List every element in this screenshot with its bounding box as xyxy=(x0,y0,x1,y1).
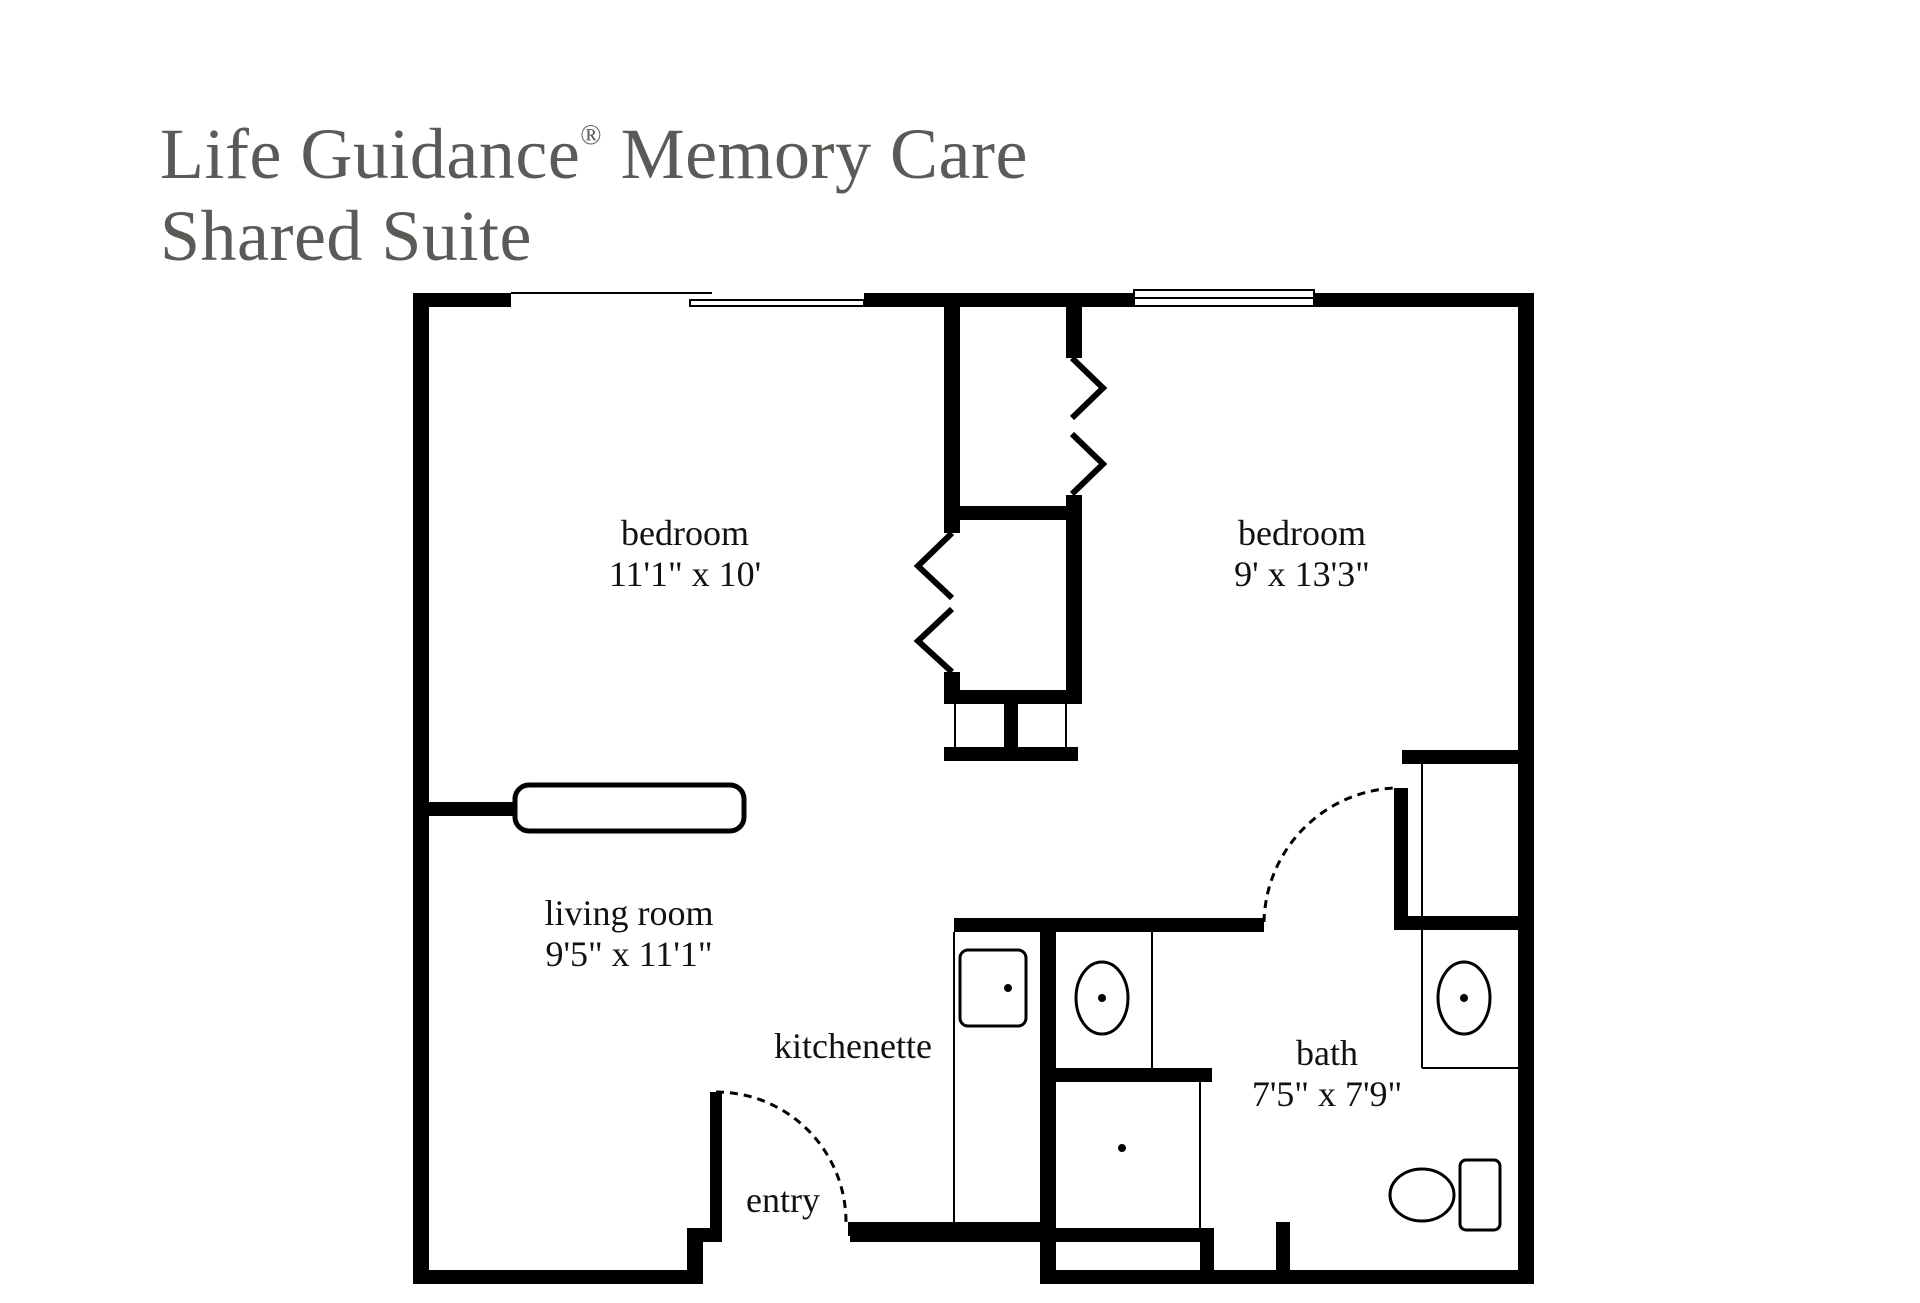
partition-wall xyxy=(413,782,747,834)
door-swings xyxy=(715,786,1395,1223)
entry-name: entry xyxy=(746,1180,820,1220)
living-room-name: living room xyxy=(545,893,714,933)
bifold-door-upper xyxy=(1069,355,1108,497)
closet-walls xyxy=(944,293,1082,761)
bath-size: 7'5" x 7'9" xyxy=(1252,1074,1402,1114)
bath-sink-right xyxy=(1436,960,1492,1036)
bedroom-left-size: 11'1" x 10' xyxy=(609,554,761,594)
living-room-size: 9'5" x 11'1" xyxy=(545,934,712,974)
page-title: Life Guidance® Memory Care xyxy=(160,118,1028,190)
window-right xyxy=(1133,289,1315,307)
window-left xyxy=(511,292,865,307)
closet-shelves xyxy=(954,703,1067,750)
bedroom-right-size: 9' x 13'3" xyxy=(1234,554,1370,594)
registered-mark: ® xyxy=(580,120,603,151)
page-subtitle: Shared Suite xyxy=(160,196,532,276)
bath-name: bath xyxy=(1296,1033,1358,1073)
title-suffix: Memory Care xyxy=(602,114,1028,194)
title-brand: Life Guidance xyxy=(160,114,581,194)
fixture-outlines xyxy=(953,764,1518,1228)
drain-dot xyxy=(1118,1144,1126,1152)
bath-sink-left xyxy=(1074,960,1130,1036)
bedroom-right-name: bedroom xyxy=(1238,513,1366,553)
interior-walls xyxy=(848,750,1534,1284)
kitchen-sink xyxy=(958,948,1028,1028)
bedroom-left-name: bedroom xyxy=(621,513,749,553)
exterior-walls xyxy=(413,293,1534,1284)
kitchenette-name: kitchenette xyxy=(774,1026,932,1066)
bifold-door-lower xyxy=(913,530,955,675)
toilet xyxy=(1388,1158,1502,1232)
